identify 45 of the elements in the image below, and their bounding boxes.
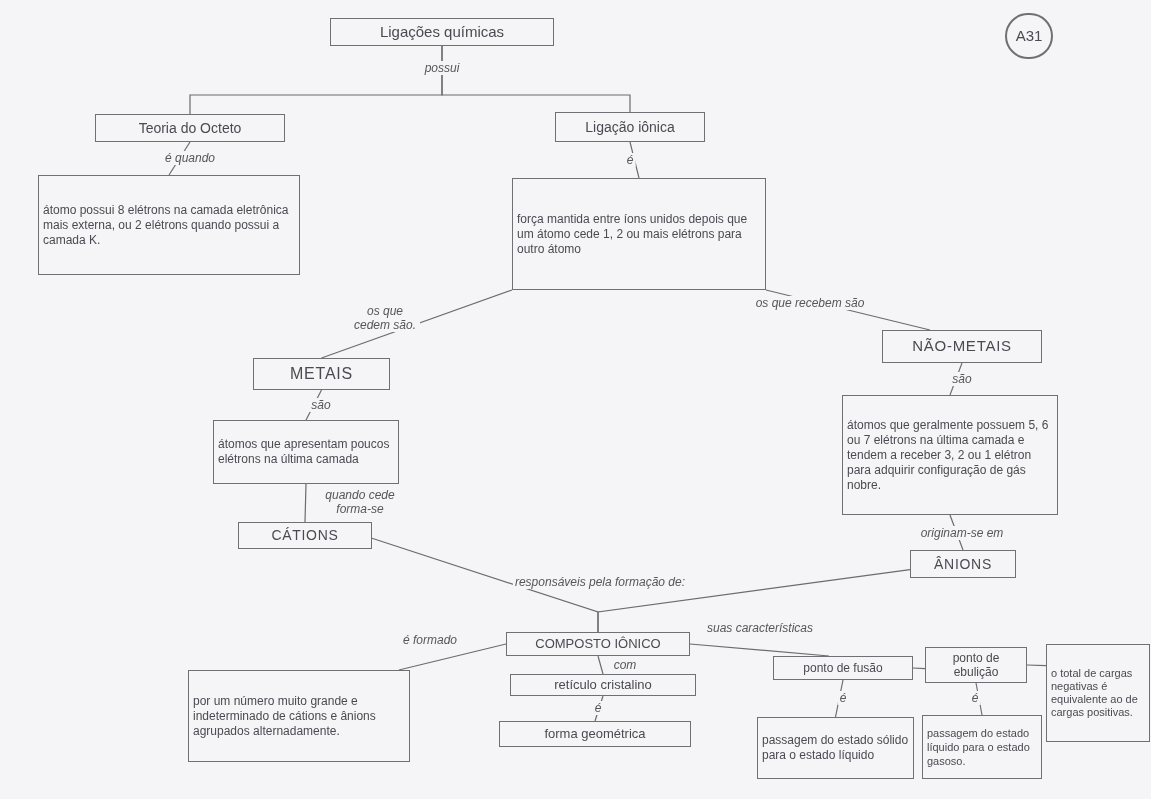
edge-label: é <box>624 153 636 167</box>
connector-line <box>597 655 604 675</box>
concept-box: ponto de ebulição <box>925 647 1027 683</box>
edge-label: é formado <box>401 633 459 647</box>
connector-line <box>629 141 640 179</box>
concept-box: METAIS <box>253 358 390 390</box>
edge-label: originam-se em <box>918 526 1006 540</box>
concept-box: forma geométrica <box>499 721 691 747</box>
edge-label: são <box>950 372 974 386</box>
concept-box: passagem do estado sólido para o estado líquido <box>757 717 914 779</box>
edge-label: os que recebem são <box>753 296 867 310</box>
concept-box: ponto de fusão <box>773 656 913 680</box>
concept-box: NÃO-METAIS <box>882 330 1042 363</box>
concept-box: átomos que apresentam poucos elétrons na última camada <box>213 420 399 484</box>
connector-line <box>597 569 911 633</box>
concept-box: por um número muito grande e indeterminado de cátions e ânions agrupados alternadamente. <box>188 670 410 762</box>
edge-label: suas características <box>705 621 815 635</box>
connector-line <box>398 643 507 671</box>
concept-box: ÂNIONS <box>910 550 1016 578</box>
edge-label: é <box>592 701 604 715</box>
connector-line <box>912 667 926 670</box>
edge-label: possui <box>422 61 462 75</box>
connector-line <box>975 682 983 716</box>
circled-label: A31 <box>1005 13 1053 59</box>
concept-box: átomo possui 8 elétrons na camada eletrônica mais externa, ou 2 elétrons quando possui a camada K. <box>38 175 300 275</box>
concept-box: COMPOSTO IÔNICO <box>506 632 690 656</box>
connector-line <box>834 679 844 718</box>
connector-line <box>594 695 604 722</box>
concept-box: Teoria do Octeto <box>95 114 285 142</box>
concept-box: CÁTIONS <box>238 522 372 549</box>
concept-box: força mantida entre íons unidos depois que um átomo cede 1, 2 ou mais elétrons para outro átomo <box>512 178 766 290</box>
concept-box: retículo cristalino <box>510 674 696 696</box>
connector-line <box>1026 664 1047 667</box>
concept-box: passagem do estado líquido para o estado gasoso. <box>922 715 1042 779</box>
edge-label: é <box>837 691 849 705</box>
concept-box: Ligações químicas <box>330 18 554 46</box>
edge-label: é quando <box>162 151 218 165</box>
connector-line <box>304 483 307 523</box>
concept-box: o total de cargas negativas é equivalente ao de cargas positivas. <box>1046 644 1150 742</box>
concept-box: Ligação iônica <box>555 112 705 142</box>
edge-label: são <box>309 398 333 412</box>
connector-line <box>441 45 631 113</box>
concept-box: átomos que geralmente possuem 5, 6 ou 7 elétrons na última camada e tendem a receber 3, 2 ou 1 elétron para adquirir configuração de gás nobre. <box>842 395 1058 515</box>
edge-label: é <box>969 691 981 705</box>
edge-label: responsáveis pela formação de: <box>512 575 688 589</box>
